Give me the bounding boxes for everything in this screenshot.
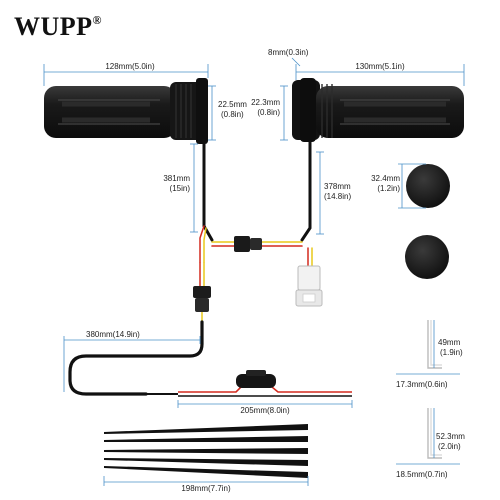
bracket2-height-in: (2.0in) bbox=[438, 442, 461, 451]
right-grip-diameter-in: (0.8in) bbox=[257, 108, 280, 117]
brand-logo: WUPP® bbox=[14, 12, 102, 42]
bracket1-width-label: 17.3mm(0.6in) bbox=[396, 380, 448, 389]
bracket2-height-mm: 52.3mm bbox=[436, 432, 465, 441]
brand-name: WUPP bbox=[14, 12, 93, 41]
end-caps bbox=[405, 164, 450, 279]
left-grip-length-label: 128mm(5.0in) bbox=[105, 62, 155, 71]
bracket1-height-mm: 49mm bbox=[438, 338, 461, 347]
cap-diameter-in: (1.2in) bbox=[377, 184, 400, 193]
dimension-lines bbox=[43, 57, 465, 486]
left-grip-diameter-mm: 22.5mm bbox=[218, 100, 247, 109]
throttle-offset-label: 8mm(0.3in) bbox=[268, 48, 309, 57]
right-cable-length-in: (14.8in) bbox=[324, 192, 352, 201]
fuse-holder bbox=[236, 370, 276, 388]
bracket1-height-in: (1.9in) bbox=[440, 348, 463, 357]
fuse-cable-length-label: 205mm(8.0in) bbox=[240, 406, 290, 415]
registered-mark: ® bbox=[92, 13, 103, 27]
white-connector bbox=[295, 265, 323, 307]
cap-diameter-mm: 32.4mm bbox=[371, 174, 400, 183]
bracket2-width-label: 18.5mm(0.7in) bbox=[396, 470, 448, 479]
cable-tie-length-label: 198mm(7.7in) bbox=[181, 484, 231, 493]
right-cable-length-mm: 378mm bbox=[324, 182, 351, 191]
center-connector bbox=[234, 236, 262, 252]
right-grip-diameter-mm: 22.3mm bbox=[251, 98, 280, 107]
mounting-brackets bbox=[427, 320, 442, 459]
left-cable-length-in: (15in) bbox=[169, 184, 190, 193]
left-heated-grip bbox=[44, 78, 208, 144]
left-grip-diameter-in: (0.8in) bbox=[221, 110, 244, 119]
main-cable-length-label: 380mm(14.9in) bbox=[86, 330, 140, 339]
grip-cables bbox=[199, 138, 313, 267]
right-grip-length-label: 130mm(5.1in) bbox=[355, 62, 405, 71]
main-harness bbox=[68, 262, 352, 397]
right-heated-grip bbox=[292, 78, 464, 142]
left-cable-length-mm: 381mm bbox=[163, 174, 190, 183]
cable-ties bbox=[104, 424, 308, 478]
